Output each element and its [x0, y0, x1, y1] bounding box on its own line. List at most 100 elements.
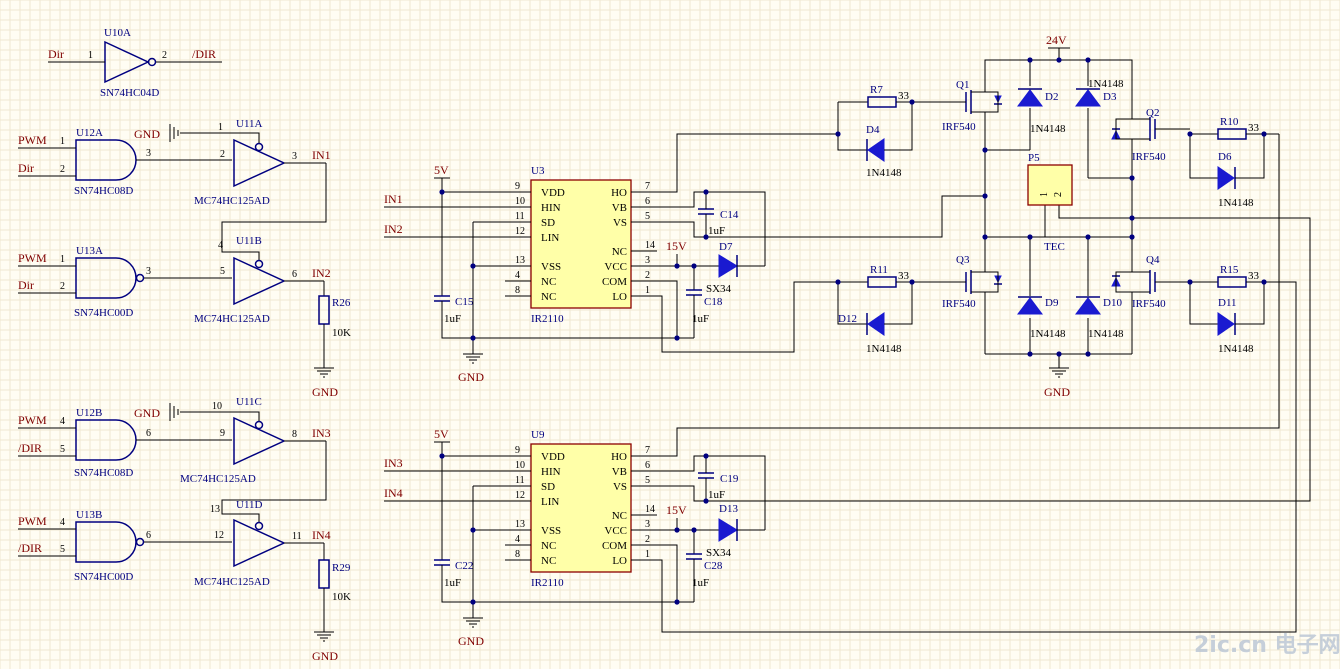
pin-num: 2 [645, 270, 650, 281]
part-u12a: SN74HC08D [74, 185, 133, 197]
pin-name: HIN [541, 466, 561, 478]
ref-u12b: U12B [76, 407, 102, 419]
part-u10a: SN74HC04D [100, 87, 159, 99]
value-r7: 33 [898, 90, 910, 102]
pin-num: 2 [1053, 192, 1064, 197]
ref-d9: D9 [1045, 297, 1059, 309]
part-u11c: MC74HC125AD [180, 473, 256, 485]
value-r29: 10K [332, 591, 351, 603]
nand-bubble [135, 273, 145, 283]
ref-q4: Q4 [1146, 254, 1160, 266]
part-d6: 1N4148 [1218, 197, 1254, 209]
pin-name: SD [541, 217, 555, 229]
net-24v: 24V [1046, 33, 1067, 47]
inverter-bubble [147, 57, 157, 67]
pin-num: 10 [515, 196, 525, 207]
net-5v: 5V [434, 163, 449, 177]
tec-connector-p5 [1027, 164, 1073, 206]
part-u13a: SN74HC00D [74, 307, 133, 319]
clamp-diode-d3: D3 1N4148 [1075, 78, 1124, 107]
net-gnd: GND [312, 649, 338, 663]
pin-num: 6 [645, 460, 650, 471]
gnd-bar-symbol [169, 124, 179, 421]
pin-num: 6 [146, 428, 151, 439]
buffer-body [233, 518, 286, 568]
part-d11: 1N4148 [1218, 343, 1254, 355]
pin-num: 5 [60, 444, 65, 455]
ref-d12: D12 [838, 313, 857, 325]
pin-name: NC [541, 555, 556, 567]
resistor-r26: R26 10K GND [312, 281, 351, 399]
mosfet-q1: Q1 IRF540 [916, 79, 1002, 133]
pin-num: 7 [645, 181, 650, 192]
pin-num: 2 [645, 534, 650, 545]
pin-num: 2 [162, 50, 167, 61]
buffer-u11c: U11C GND 10 9 8 IN3 MC74HC125AD [134, 396, 331, 522]
value-r15: 33 [1248, 270, 1260, 282]
pin-name: LO [612, 555, 627, 567]
pin-num: 11 [515, 475, 525, 486]
ref-q2: Q2 [1146, 107, 1159, 119]
pin-name: VB [612, 202, 627, 214]
sx34-diode-d7 [718, 254, 738, 278]
part-q3: IRF540 [942, 298, 976, 310]
pin-num: 3 [292, 151, 297, 162]
tec-label: TEC [1044, 241, 1065, 253]
ref-u11c: U11C [236, 396, 262, 408]
ref-r29: R29 [332, 562, 351, 574]
ref-u9: U9 [531, 429, 545, 441]
pin-num: 3 [146, 266, 151, 277]
ref-u11d: U11D [236, 499, 263, 511]
net-in4: IN4 [384, 486, 403, 500]
net-in3: IN3 [384, 456, 403, 470]
value-c22: 1uF [444, 577, 461, 589]
net-pwm: PWM [18, 251, 47, 265]
pin-num: 5 [645, 211, 650, 222]
driver-u3: U3 9VDD10HIN11SD12LIN13VSS4NC8NC7HO6VB5V… [384, 133, 985, 384]
oe-bubble [254, 521, 264, 531]
pin-num: 1 [88, 50, 93, 61]
part-q2: IRF540 [1132, 151, 1166, 163]
pin-num: 3 [146, 148, 151, 159]
nand-gate-body [75, 257, 137, 299]
ref-u13b: U13B [76, 509, 102, 521]
ref-u12a: U12A [76, 127, 103, 139]
pin-num: 11 [515, 211, 525, 222]
pin-num: 5 [645, 475, 650, 486]
and-gate-body [75, 419, 137, 461]
buffer-body [233, 256, 286, 306]
pin-num: 4 [218, 240, 223, 251]
part-d12: 1N4148 [866, 343, 902, 355]
pin-name: HO [611, 187, 627, 199]
pin-num: 11 [292, 531, 302, 542]
and-gate-body [75, 139, 137, 181]
part-u9: IR2110 [531, 577, 564, 589]
clamp-diode-d2: D2 1N4148 [1017, 88, 1066, 135]
clamp-diode-d10: D10 1N4148 [1075, 296, 1124, 340]
pin-name: LIN [541, 496, 559, 508]
gate-network-q3: R11 33 D12 1N4148 [837, 264, 916, 355]
pin-name: VB [612, 466, 627, 478]
net-15v: 15V [666, 239, 687, 253]
pin-num: 9 [515, 445, 520, 456]
pin-name: HO [611, 451, 627, 463]
pin-num: 4 [515, 534, 520, 545]
gate-u13a: U13A PWM Dir 1 2 3 SN74HC00D [18, 245, 232, 319]
net-gnd: GND [134, 127, 160, 141]
ref-d3: D3 [1103, 91, 1117, 103]
pin-name: LIN [541, 232, 559, 244]
ref-d6: D6 [1218, 151, 1232, 163]
pin-num: 4 [515, 270, 520, 281]
pin-num: 5 [220, 266, 225, 277]
part-d2: 1N4148 [1030, 123, 1066, 135]
oe-bubble [254, 420, 264, 430]
value-c18: 1uF [692, 313, 709, 325]
pin-num: 14 [645, 240, 655, 251]
ground-symbols [314, 353, 1069, 642]
pin-name: HIN [541, 202, 561, 214]
ref-r11: R11 [870, 264, 888, 276]
pin-name: COM [602, 540, 627, 552]
ref-d7: D7 [719, 241, 733, 253]
net-dir: Dir [48, 47, 64, 61]
net-pwm: PWM [18, 133, 47, 147]
